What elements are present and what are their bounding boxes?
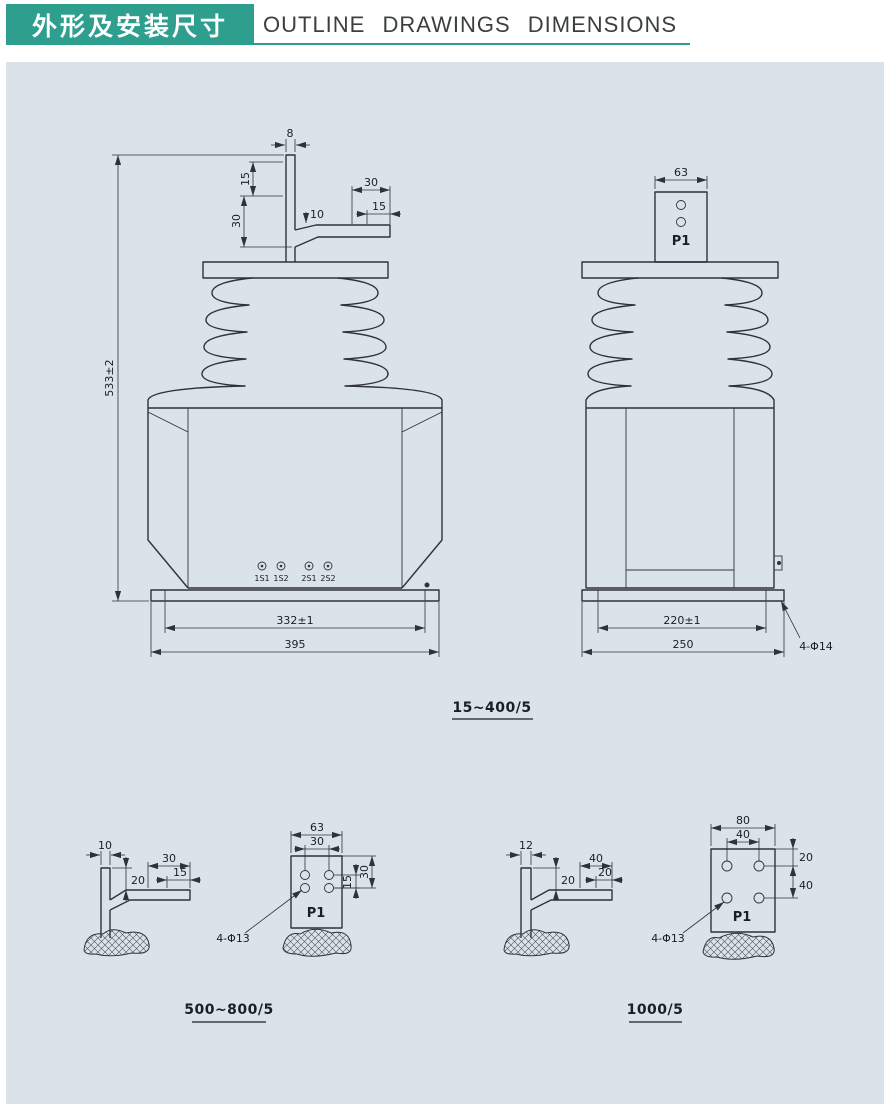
dim-d1000-blade-width: 12 [519, 839, 533, 852]
dim-hole-span-front: 332±1 [276, 614, 313, 627]
front-bellows-left [147, 277, 253, 408]
d500-plate-section [282, 928, 352, 957]
dim-d1000-hole-span-x: 40 [736, 828, 750, 841]
side-view: P1 [581, 191, 785, 602]
title-english: OUTLINE DRAWINGS DIMENSIONS [263, 12, 678, 37]
dim-total-height: 533±2 [103, 359, 116, 396]
dim-base-width-front: 395 [285, 638, 306, 651]
terminal-label-2s2: 2S2 [320, 574, 335, 583]
side-bellows-left [585, 277, 639, 408]
note-d1000-holes: 4-Φ13 [651, 932, 685, 945]
title-chinese: 外形及安装尺寸 [6, 4, 254, 45]
dim-d500-hole-span-x: 30 [310, 835, 324, 848]
d1000-plate-label: P1 [733, 910, 752, 925]
header-accent-rule [254, 43, 690, 45]
dim-arm-thickness: 10 [310, 208, 324, 221]
secondary-terminals: 1S1 1S2 2S1 2S2 [254, 561, 336, 583]
terminal-label-1s1: 1S1 [254, 574, 269, 583]
detail-500-800: 10 20 30 15 P1 63 30 [83, 821, 376, 1023]
dim-d1000-arm-end: 20 [598, 866, 612, 879]
canvas-background [6, 62, 884, 1104]
side-base-plate [581, 589, 785, 602]
note-mount-holes: 4-Φ14 [799, 640, 833, 653]
dim-d500-blade-width: 10 [98, 839, 112, 852]
side-knob [773, 555, 783, 571]
note-d500-holes: 4-Φ13 [216, 932, 250, 945]
d500-insulator-section [83, 929, 150, 957]
front-top-plate [202, 261, 389, 279]
dim-d500-edge-span-y: 30 [358, 865, 371, 879]
front-bellows-right [337, 277, 443, 408]
side-tab-label: P1 [672, 234, 691, 249]
dim-blade-width: 8 [287, 127, 294, 140]
dim-d1000-arm-span: 40 [589, 852, 603, 865]
dim-d500-blade-drop: 20 [131, 874, 145, 887]
front-tank [147, 408, 443, 589]
d1000-plate-section [702, 932, 775, 960]
terminal-label-1s2: 1S2 [273, 574, 288, 583]
dim-d500-arm-span: 30 [162, 852, 176, 865]
d1000-arm [530, 889, 613, 911]
dim-d1000-hole-span-y: 40 [799, 879, 813, 892]
dim-d1000-edge-span-y: 20 [799, 851, 813, 864]
range-label-500: 500~800/5 [184, 1002, 274, 1018]
dim-d1000-plate-width: 80 [736, 814, 750, 827]
dim-d500-plate-width: 63 [310, 821, 324, 834]
d1000-insulator-section [503, 929, 570, 957]
dim-tab-width: 63 [674, 166, 688, 179]
side-bellows-right [721, 277, 775, 408]
front-blade [285, 154, 296, 262]
front-arm [294, 224, 391, 248]
dim-hole-span-side: 220±1 [663, 614, 700, 627]
d500-plate [290, 855, 343, 929]
range-label-top: 15~400/5 [452, 700, 531, 716]
dim-d500-hole-span-y: 15 [341, 875, 354, 889]
dim-base-width-side: 250 [673, 638, 694, 651]
dim-blade-seg1: 15 [239, 172, 252, 186]
front-drain-dot [424, 582, 430, 588]
dim-d500-arm-end: 15 [173, 866, 187, 879]
d1000-plate [710, 848, 776, 933]
side-top-plate [581, 261, 779, 279]
front-base-plate [150, 589, 440, 602]
side-tank [585, 408, 775, 589]
dim-arm-end: 15 [372, 200, 386, 213]
d500-plate-label: P1 [307, 906, 326, 921]
detail-1000: 12 20 40 20 P1 80 40 [503, 814, 813, 1023]
dim-d1000-blade-drop: 20 [561, 874, 575, 887]
dim-arm-span: 30 [364, 176, 378, 189]
front-view: 1S1 1S2 2S1 2S2 [147, 154, 443, 602]
dim-blade-seg2: 30 [230, 214, 243, 228]
front-dimensions: 8 15 30 10 30 15 533±2 332±1 395 [103, 127, 440, 657]
side-dimensions: 63 220±1 250 4-Φ14 [581, 166, 833, 657]
range-label-1000: 1000/5 [627, 1002, 684, 1018]
terminal-label-2s1: 2S1 [301, 574, 316, 583]
